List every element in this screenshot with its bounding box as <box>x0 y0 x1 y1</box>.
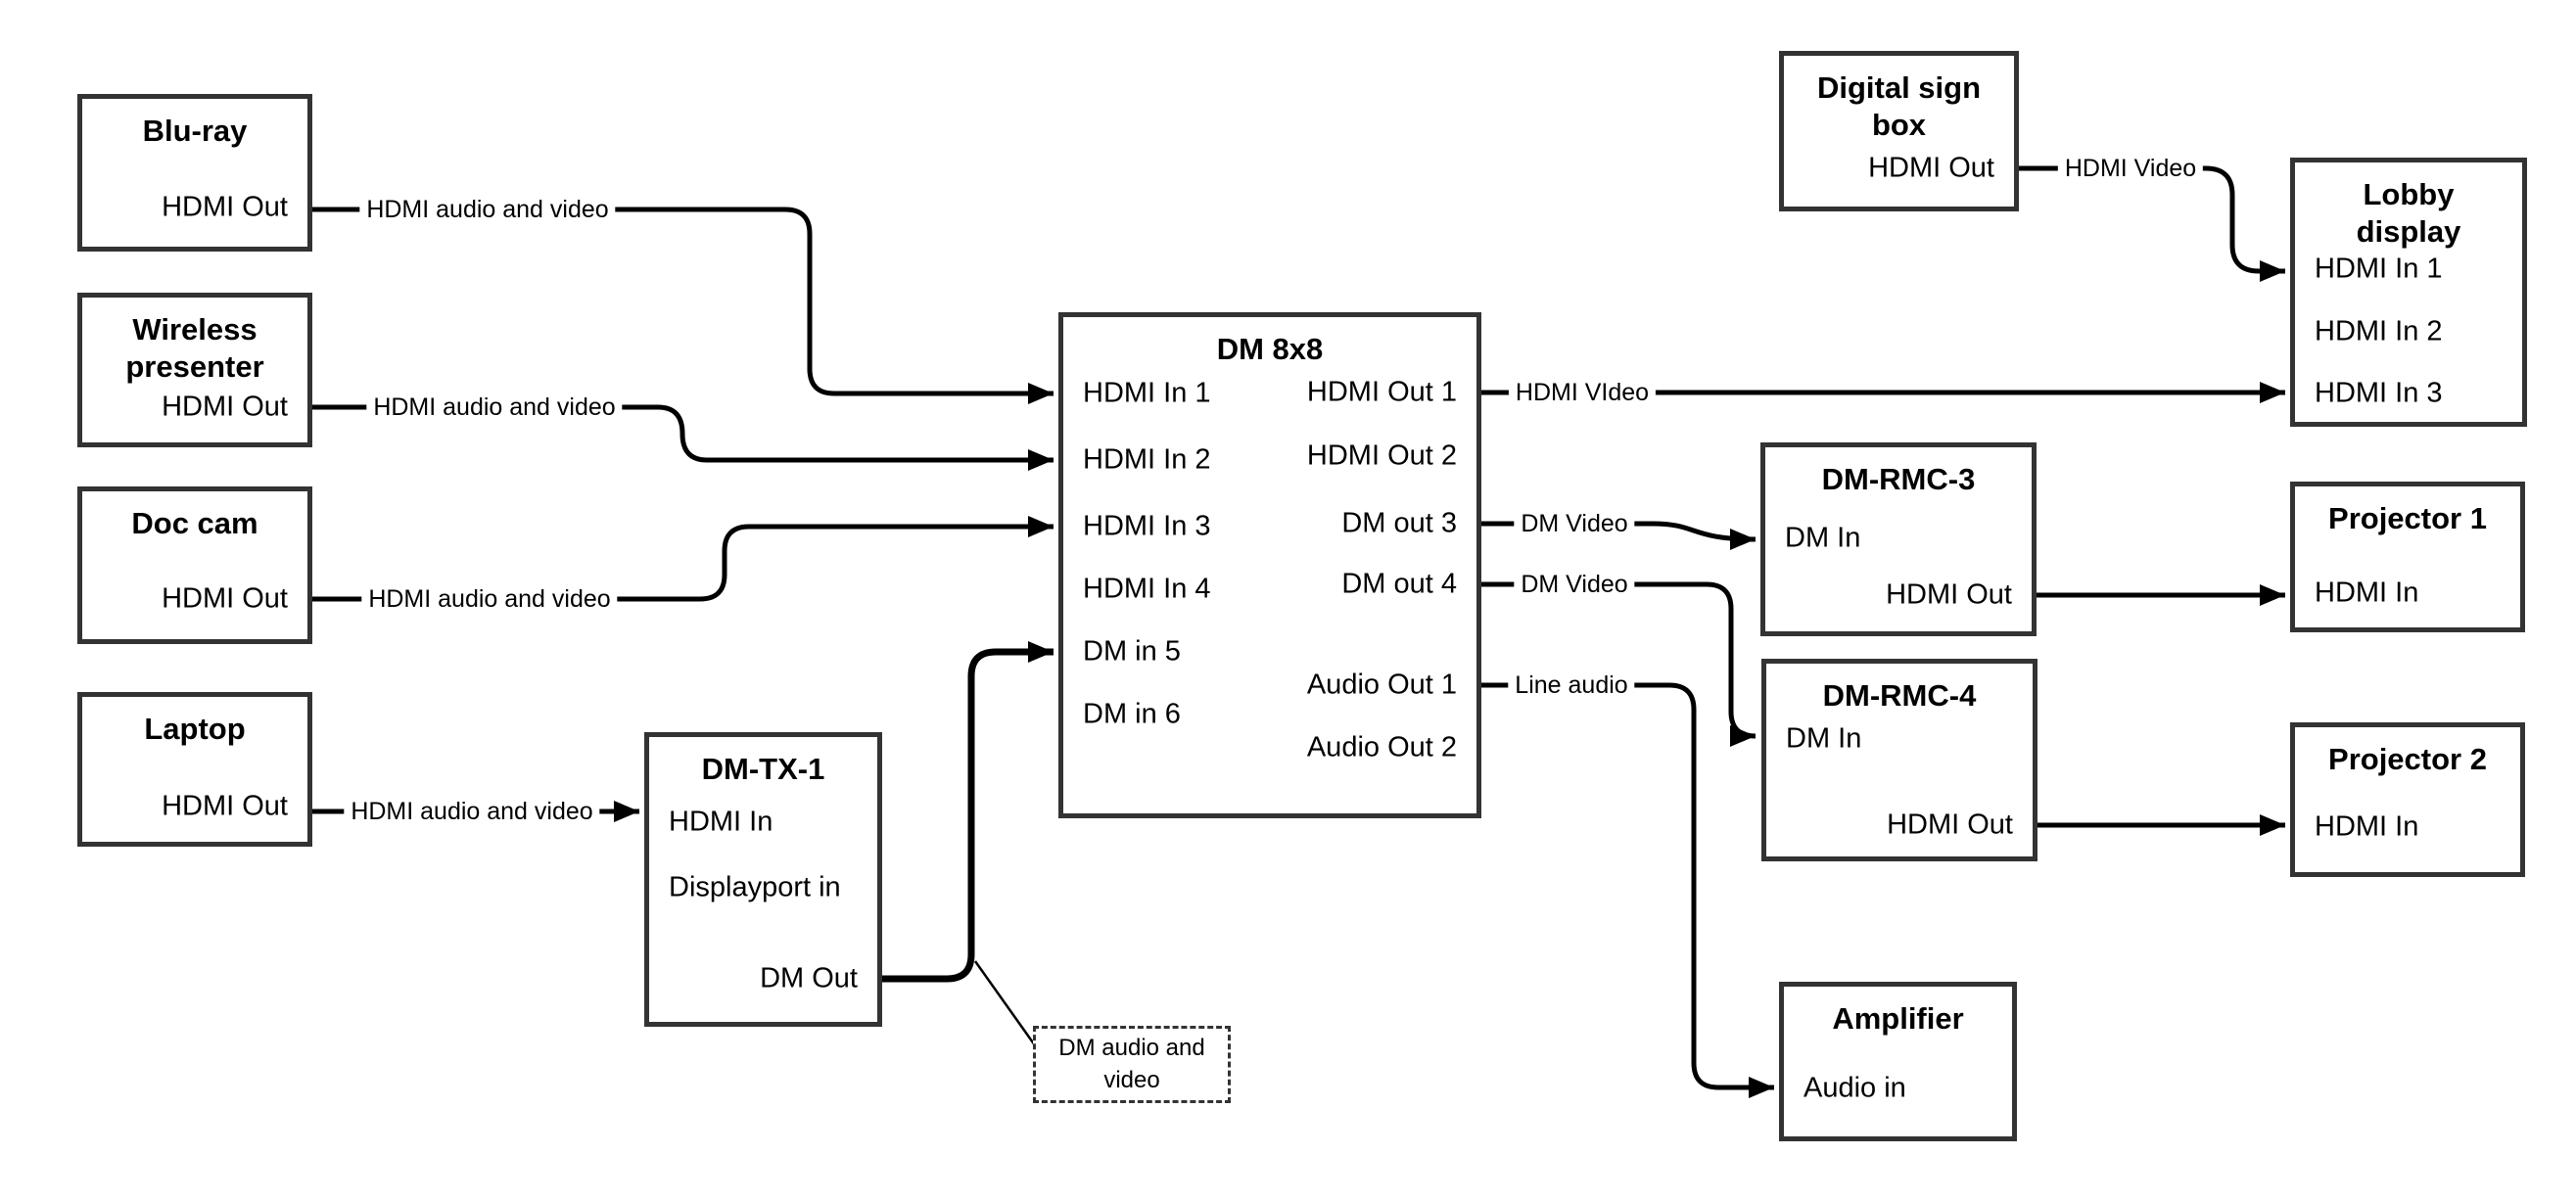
edge-label-doccam-to-dm8x8-hdmi-in-3: HDMI audio and video <box>361 583 618 615</box>
port-dm-8x8-dm-out-4: DM out 4 <box>1341 568 1457 600</box>
port-dm-8x8-hdmi-out-2: HDMI Out 2 <box>1306 439 1457 472</box>
edge-digitalsign-to-lobby-hdmi-in-1 <box>2019 165 2285 282</box>
node-title-dm-rmc-4: DM-RMC-4 <box>1822 678 1977 713</box>
port-dm-tx-1-hdmi-in: HDMI In <box>669 806 773 838</box>
port-digital-sign-box-hdmi-out: HDMI Out <box>1868 152 1994 184</box>
node-title-digital-sign-box: Digital sign box <box>1816 70 1982 142</box>
port-projector-1-hdmi-in: HDMI In <box>2315 577 2419 609</box>
port-dm-8x8-hdmi-in-2: HDMI In 2 <box>1083 443 1211 476</box>
callout-dm-audio-and-video: DM audio and video <box>1033 1026 1231 1103</box>
node-title-dm-8x8: DM 8x8 <box>1216 332 1324 366</box>
port-dm-8x8-hdmi-out-1: HDMI Out 1 <box>1306 376 1457 408</box>
edge-bluray-to-dm8x8-hdmi-in-1 <box>312 207 1054 404</box>
edge-dm8x8-dm-out-3-to-dmrmc3-dm-in <box>1481 521 1756 550</box>
port-doc-cam-hdmi-out: HDMI Out <box>162 582 288 615</box>
node-title-dm-rmc-3: DM-RMC-3 <box>1821 462 1976 496</box>
node-title-lobby-display: Lobby display <box>2356 177 2461 249</box>
port-dm-8x8-hdmi-in-4: HDMI In 4 <box>1083 573 1211 605</box>
node-projector-1[interactable]: Projector 1 HDMI In <box>2290 482 2525 632</box>
edge-label-dm8x8-dm-out-4-to-dmrmc4-dm-in: DM Video <box>1514 569 1635 600</box>
edge-label-digitalsign-to-lobby-hdmi-in-1: HDMI Video <box>2057 153 2204 184</box>
port-blu-ray-hdmi-out: HDMI Out <box>162 191 288 223</box>
edge-label-bluray-to-dm8x8-hdmi-in-1: HDMI audio and video <box>359 194 616 225</box>
callout-text-line-2: video <box>1103 1066 1160 1093</box>
port-dm-8x8-dm-in-6: DM in 6 <box>1083 698 1181 730</box>
edge-dm8x8-dm-out-4-to-dmrmc4-dm-in <box>1481 581 1756 747</box>
port-dm-tx-1-dm-out: DM Out <box>760 962 858 994</box>
edge-label-dm8x8-hdmi-out-1-to-lobby-hdmi-in-3: HDMI VIdeo <box>1508 377 1657 408</box>
port-dm-8x8-dm-in-5: DM in 5 <box>1083 635 1181 668</box>
edge-label-dm8x8-audio-out-1-to-amplifier-audio-in: Line audio <box>1508 670 1635 701</box>
port-dm-8x8-audio-out-1: Audio Out 1 <box>1306 669 1457 701</box>
edge-label-laptop-to-dmtx1-hdmi-in: HDMI audio and video <box>344 796 600 827</box>
node-title-dm-tx-1: DM-TX-1 <box>701 752 825 786</box>
edge-label-dm8x8-dm-out-3-to-dmrmc3-dm-in: DM Video <box>1514 508 1635 539</box>
port-wireless-presenter-hdmi-out: HDMI Out <box>162 391 288 423</box>
node-title-doc-cam: Doc cam <box>131 506 258 540</box>
port-dm-tx-1-displayport-in: Displayport in <box>669 871 841 903</box>
edge-dmtx1-dmout-to-dm8x8-dm-in-5 <box>882 641 1054 983</box>
port-dm-8x8-dm-out-3: DM out 3 <box>1341 507 1457 539</box>
port-laptop-hdmi-out: HDMI Out <box>162 790 288 822</box>
port-lobby-display-hdmi-in-1: HDMI In 1 <box>2315 253 2443 285</box>
node-title-blu-ray: Blu-ray <box>142 114 248 148</box>
port-dm-8x8-hdmi-in-3: HDMI In 3 <box>1083 510 1211 542</box>
callout-text-line-1: DM audio and <box>1058 1035 1205 1062</box>
node-title-projector-2: Projector 2 <box>2328 742 2487 776</box>
callout-leader-line <box>973 960 1037 1046</box>
node-title-amplifier: Amplifier <box>1832 1001 1964 1036</box>
node-dm-rmc-3[interactable]: DM-RMC-3 DM In HDMI Out <box>1760 442 2037 636</box>
port-projector-2-hdmi-in: HDMI In <box>2315 810 2419 843</box>
port-amplifier-audio-in: Audio in <box>1803 1072 1906 1104</box>
node-title-projector-1: Projector 1 <box>2328 501 2487 535</box>
port-dm-8x8-audio-out-2: Audio Out 2 <box>1306 731 1457 763</box>
node-title-wireless-presenter: Wireless presenter <box>125 312 264 384</box>
port-lobby-display-hdmi-in-3: HDMI In 3 <box>2315 377 2443 409</box>
port-dm-rmc-3-dm-in: DM In <box>1785 522 1861 554</box>
port-lobby-display-hdmi-in-2: HDMI In 2 <box>2315 315 2443 347</box>
port-dm-rmc-4-dm-in: DM In <box>1786 722 1862 755</box>
edge-label-wireless-to-dm8x8-hdmi-in-2: HDMI audio and video <box>366 392 623 423</box>
edge-doccam-to-dm8x8-hdmi-in-3 <box>312 516 1054 602</box>
node-dm-rmc-4[interactable]: DM-RMC-4 DM In HDMI Out <box>1761 659 2037 861</box>
node-title-laptop: Laptop <box>144 712 246 746</box>
edge-wireless-to-dm8x8-hdmi-in-2 <box>312 404 1054 471</box>
port-dm-8x8-hdmi-in-1: HDMI In 1 <box>1083 377 1211 409</box>
port-dm-rmc-4-hdmi-out: HDMI Out <box>1887 808 2013 841</box>
edge-dm8x8-audio-out-1-to-amplifier-audio-in <box>1481 682 1774 1098</box>
node-projector-2[interactable]: Projector 2 HDMI In <box>2290 722 2525 877</box>
port-dm-rmc-3-hdmi-out: HDMI Out <box>1886 578 2012 611</box>
